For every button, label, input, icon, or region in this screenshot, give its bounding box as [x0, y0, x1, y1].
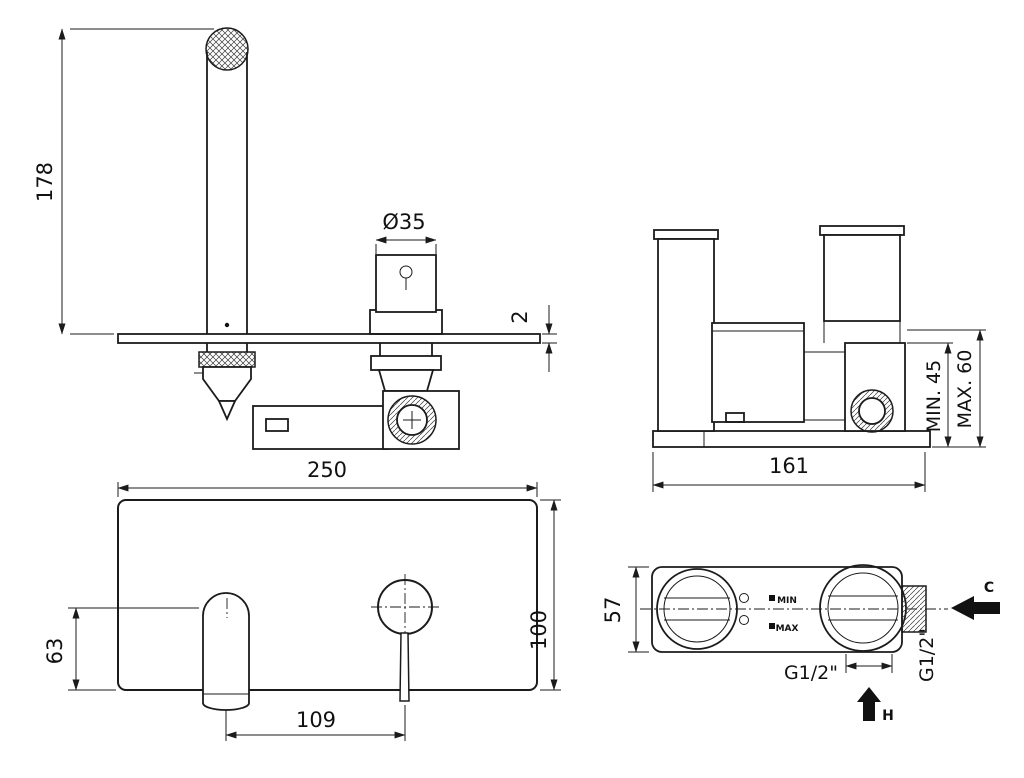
spout-set-screw	[224, 322, 230, 328]
dim-plate-width: 250	[117, 458, 538, 497]
dim-plate-thickness: 2	[508, 305, 557, 372]
valve-assembly-side	[370, 343, 460, 450]
dim-161-label: 161	[769, 454, 809, 478]
cold-inlet-callout: C	[951, 580, 1000, 620]
wall-plate-edge	[117, 333, 541, 344]
spout-aerator-section	[205, 27, 249, 71]
dim-plate-thickness-label: 2	[508, 310, 532, 323]
spout-outline	[205, 27, 249, 334]
dim-250-label: 250	[307, 458, 347, 482]
dim-max-depth-label: MAX. 60	[954, 350, 976, 429]
dim-min-depth: MIN. 45	[907, 342, 986, 448]
min-marker	[769, 595, 775, 601]
view-faucet-side: 178 Ø35 2	[33, 27, 557, 450]
body-top-outline	[651, 566, 903, 653]
max-label: MAX	[776, 624, 799, 634]
dim-57-label: 57	[601, 597, 625, 624]
dim-63-label: 63	[43, 638, 67, 665]
right-protection-cap	[819, 225, 905, 322]
dim-spout-drop: 63	[43, 607, 199, 691]
dim-109-label: 109	[296, 708, 336, 732]
dim-178-label: 178	[33, 162, 57, 202]
dim-body-depth: 57	[601, 566, 649, 653]
thread-side-label: G1/2"	[916, 628, 938, 682]
body-base-plate	[652, 430, 931, 448]
hot-inlet-callout: H	[857, 687, 894, 724]
bottom-port-callout: G1/2"	[784, 654, 893, 684]
side-outlet-port	[901, 585, 927, 633]
cold-inlet-label: C	[984, 580, 994, 596]
view-body-side: 161 MIN. 45 MAX. 60	[652, 225, 986, 492]
view-plate-front: 250 63 100	[43, 458, 561, 741]
dim-spout-height: 178	[33, 28, 214, 335]
handle-lever	[399, 632, 410, 702]
fixing-screw-bottom	[739, 615, 749, 625]
max-marker	[769, 623, 775, 629]
view-body-top: 57 MIN MAX C G1/2"	[601, 564, 1000, 724]
handle-side	[369, 254, 443, 335]
fixing-screw-top	[739, 593, 749, 603]
body-back-box	[711, 322, 805, 423]
cold-arrow-icon	[951, 596, 1000, 620]
handle-front	[371, 574, 439, 702]
dim-handle-diameter-label: Ø35	[382, 210, 425, 234]
left-protection-cap	[653, 229, 719, 432]
min-label: MIN	[777, 596, 797, 606]
dim-center-distance: 109	[225, 705, 406, 741]
body-outlet-housing	[844, 342, 906, 433]
dim-plate-height: 100	[527, 499, 561, 691]
dim-body-width: 161	[652, 452, 926, 492]
mounting-bracket	[252, 405, 390, 450]
hot-arrow-icon	[857, 687, 881, 721]
spout-concealed-connection	[194, 343, 256, 422]
hot-inlet-label: H	[882, 708, 894, 724]
dim-100-label: 100	[527, 610, 551, 650]
dim-handle-diameter: Ø35	[375, 210, 437, 254]
dim-max-depth: MAX. 60	[907, 329, 986, 448]
dim-min-depth-label: MIN. 45	[923, 360, 945, 432]
thread-bottom-label: G1/2"	[784, 662, 838, 684]
spout-front	[202, 592, 250, 711]
wall-plate-front	[117, 499, 538, 691]
